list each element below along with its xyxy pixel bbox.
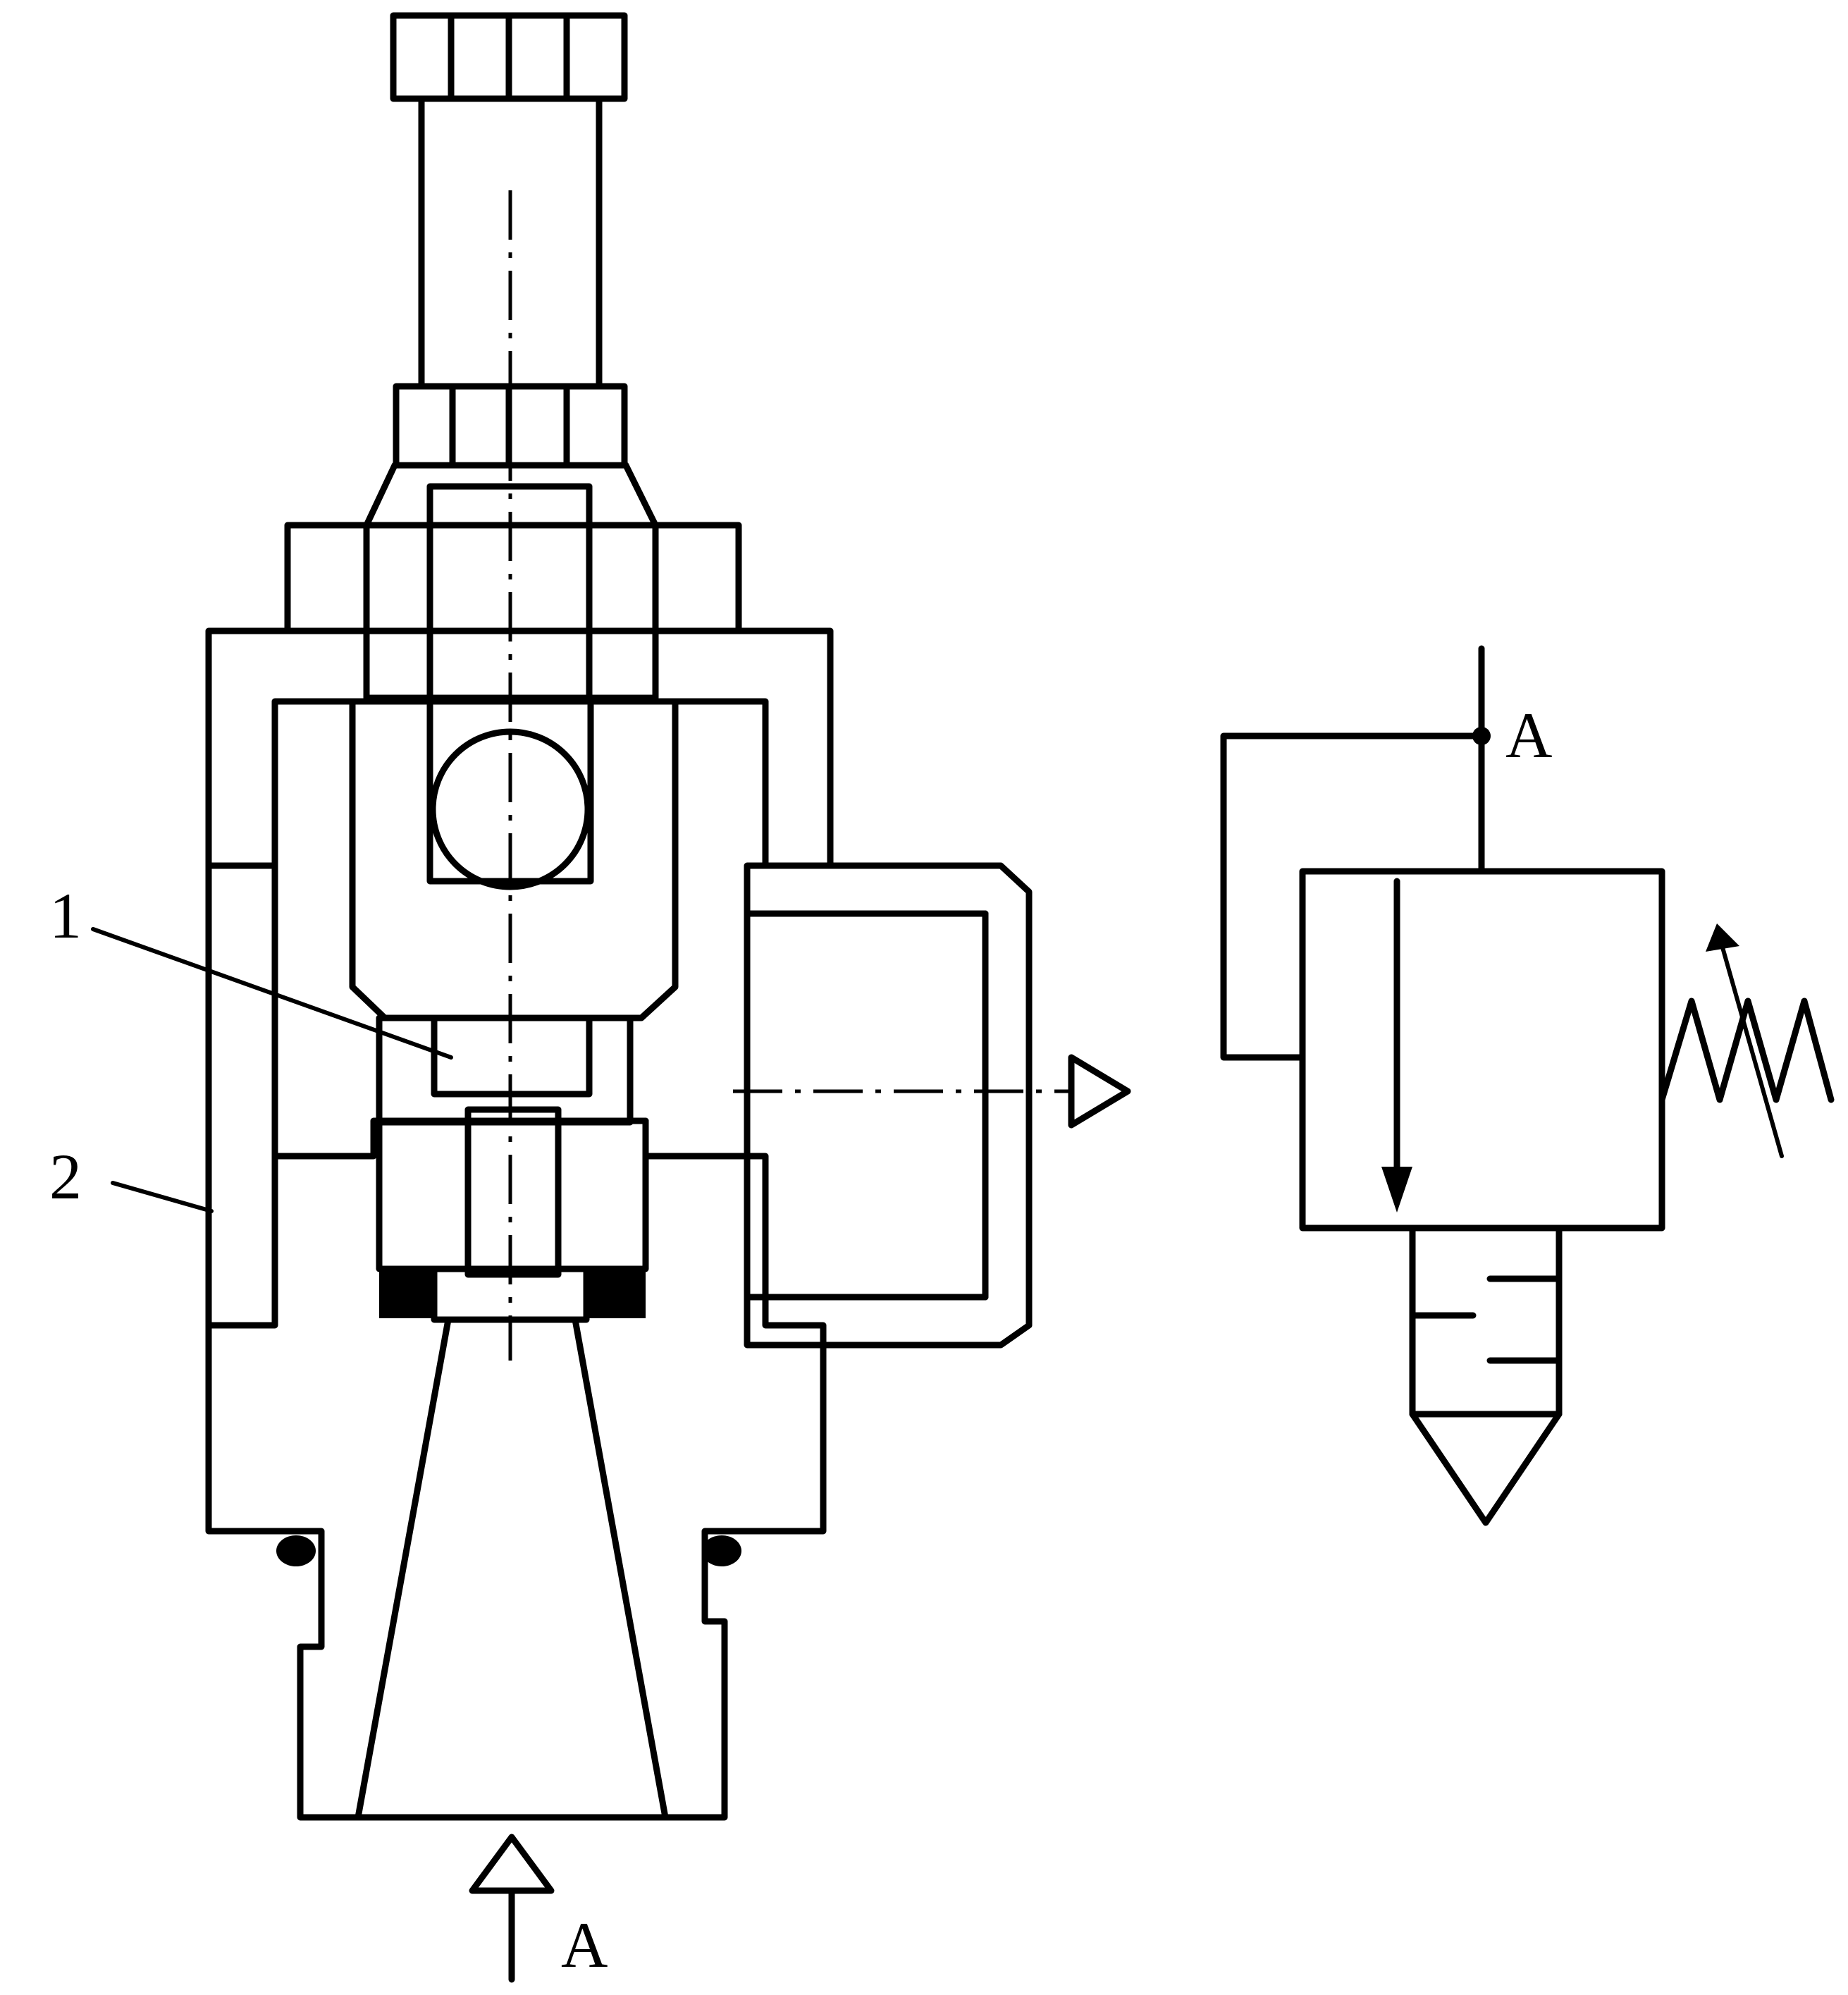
label-inlet-a: A (561, 1909, 608, 1981)
leader-part-2 (111, 1181, 214, 1213)
drain-symbol (1409, 1224, 1563, 1526)
seal-sleeve-left (205, 862, 278, 1329)
relief-valve-symbol: A (1220, 645, 1835, 1526)
o-rings (276, 1269, 741, 1566)
bonnet-flange (284, 522, 742, 634)
guide-sleeve (363, 462, 659, 701)
label-symbol-a: A (1505, 699, 1552, 771)
valve-cap (205, 627, 834, 869)
adjusting-screw-head (390, 12, 628, 102)
inlet-cone (355, 1316, 669, 1821)
outlet-flow-arrow (733, 1054, 1131, 1129)
poppet-holder (349, 698, 679, 1021)
outlet-fitting (744, 862, 1033, 1349)
spring-symbol (1658, 998, 1835, 1103)
label-part-1: 1 (49, 880, 82, 952)
label-part-2: 2 (49, 1141, 82, 1213)
adjusting-screw-shaft (418, 95, 603, 390)
leader-part-1 (91, 927, 453, 1060)
valve-body (205, 862, 827, 1821)
valve-seat (431, 1014, 593, 1098)
inlet-flow-arrow (469, 1834, 555, 1983)
valve-section-view: 1 2 A (49, 12, 1131, 1983)
valve-envelope (1299, 868, 1665, 1232)
